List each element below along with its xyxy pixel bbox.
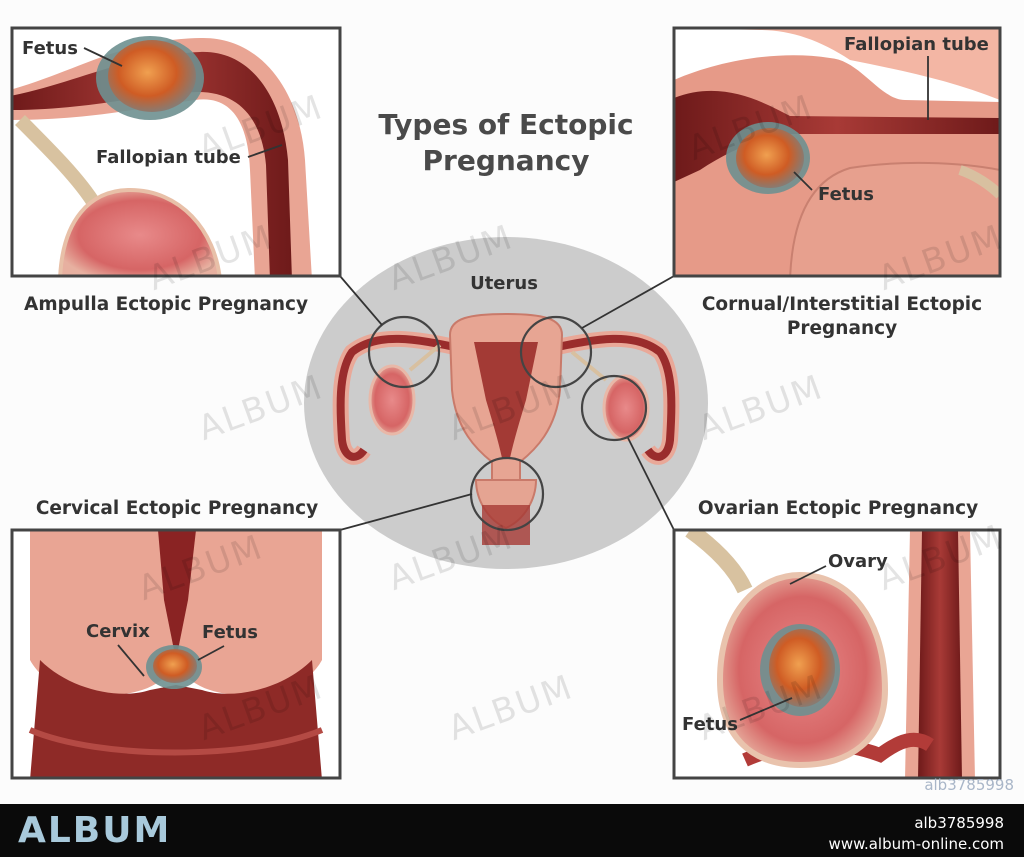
cornual-tube-label: Fallopian tube	[844, 34, 989, 55]
footer-brand-logo[interactable]: ALBUM	[18, 810, 171, 851]
watermark-text: ALBUM	[443, 667, 579, 749]
cervical-fetus-label: Fetus	[202, 622, 258, 643]
cornual-caption-line-2: Pregnancy	[787, 318, 897, 339]
ectopic-diagram: Types of Ectopic Pregnancy Uterus	[0, 0, 1024, 804]
watermark-code: alb3785998	[924, 776, 1014, 794]
right-ovary	[604, 376, 648, 440]
cornual-fetus-label: Fetus	[818, 184, 874, 205]
footer-image-id: alb3785998	[914, 814, 1004, 832]
ampulla-fetus-label: Fetus	[22, 38, 78, 59]
illustration: Types of Ectopic Pregnancy Uterus	[0, 0, 1024, 804]
uterus-label: Uterus	[470, 273, 538, 294]
watermark-text: ALBUM	[693, 367, 829, 449]
title-line-1: Types of Ectopic	[378, 108, 633, 141]
cornual-caption-line-1: Cornual/Interstitial Ectopic	[702, 294, 982, 315]
ampulla-caption: Ampulla Ectopic Pregnancy	[24, 294, 308, 315]
left-ovary	[370, 366, 414, 434]
footer-url-link[interactable]: www.album-online.com	[829, 835, 1004, 853]
cervical-cervix-label: Cervix	[86, 621, 150, 642]
ovarian-caption: Ovarian Ectopic Pregnancy	[698, 498, 978, 519]
cervical-caption: Cervical Ectopic Pregnancy	[36, 498, 318, 519]
title-line-2: Pregnancy	[423, 144, 590, 177]
footer-bar: ALBUM alb3785998 www.album-online.com	[0, 804, 1024, 857]
